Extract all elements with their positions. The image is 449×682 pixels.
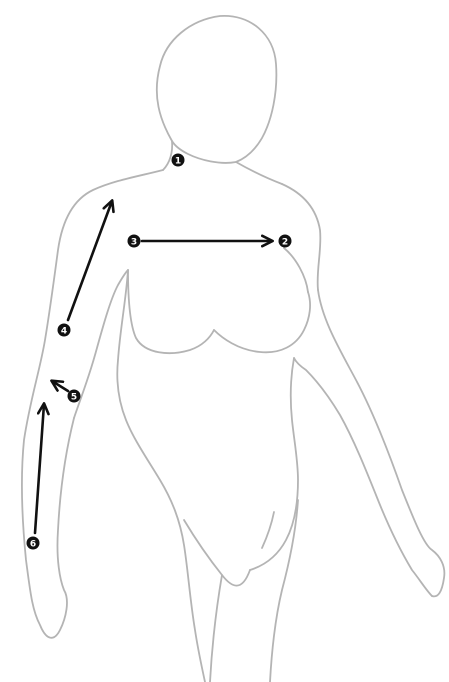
neck-right — [236, 162, 282, 184]
marker-2: 2 — [279, 235, 292, 248]
right-arm-outer — [318, 290, 444, 596]
arrow-6-up-forearm — [35, 404, 44, 533]
marker-1: 1 — [172, 154, 185, 167]
marker-2-label: 2 — [282, 237, 288, 247]
chest-right — [214, 292, 310, 352]
marker-6-label: 6 — [30, 539, 36, 549]
inner-thigh — [210, 575, 222, 682]
arrows — [35, 201, 272, 533]
arrow-5-elbow — [52, 381, 68, 391]
left-torso — [117, 270, 205, 682]
crotch-line — [184, 520, 250, 586]
marker-5-label: 5 — [71, 392, 77, 402]
marker-3-label: 3 — [131, 237, 137, 247]
head-outline — [157, 16, 277, 163]
breast-right-top — [284, 248, 308, 292]
marker-6: 6 — [27, 537, 40, 550]
groin-fold — [262, 512, 274, 548]
neck-left — [163, 141, 172, 170]
right-leg — [270, 500, 298, 682]
marker-5: 5 — [68, 390, 81, 403]
marker-1-label: 1 — [175, 156, 181, 166]
arrow-4-up-arm — [68, 201, 112, 320]
right-torso — [250, 358, 298, 570]
marker-4-label: 4 — [61, 326, 67, 336]
marker-3: 3 — [128, 235, 141, 248]
chest-left — [128, 270, 214, 353]
body-outline — [22, 16, 445, 682]
marker-4: 4 — [58, 324, 71, 337]
